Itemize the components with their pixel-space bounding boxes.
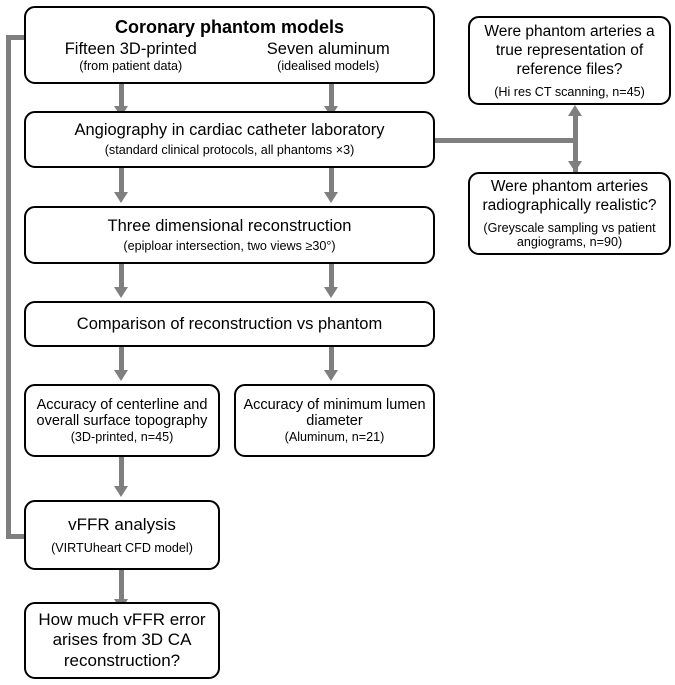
node-ct-question[interactable]: Were phantom arteries a true representat… [468,16,671,105]
connector-right-vertical [573,113,578,173]
connector-angio-to-recon-right [329,168,334,195]
phantom-models-columns: Fifteen 3D-printed (from patient data) S… [32,40,427,73]
arrow-angio-to-recon-left [114,192,128,203]
connector-feedback-bottom-segment [6,534,28,539]
arrow-to-radiographic-question [568,161,582,172]
connector-comparison-to-mld [329,347,334,373]
centerline-accuracy-title: Accuracy of centerline and overall surfa… [36,396,208,430]
phantom-models-right-heading: Seven aluminum [266,40,390,59]
arrow-recon-to-comparison-right [324,287,338,298]
node-radiographic-question[interactable]: Were phantom arteries radiographically r… [468,172,671,255]
connector-angio-to-right-horizontal [434,138,578,143]
connector-phantom-to-angio-left [119,84,124,109]
mld-accuracy-sub: (Aluminum, n=21) [284,429,385,444]
vffr-analysis-title: vFFR analysis [68,514,176,534]
angiography-sub: (standard clinical protocols, all phanto… [104,143,355,158]
node-vffr-analysis[interactable]: vFFR analysis (VIRTUheart CFD model) [24,500,220,570]
radiographic-question-title: Were phantom arteries radiographically r… [482,178,657,215]
connector-feedback-top-segment [6,35,30,40]
reconstruction-title: Three dimensional reconstruction [107,216,352,235]
arrow-centerline-to-vffr [114,486,128,497]
connector-comparison-to-centerline [119,347,124,373]
ct-question-title: Were phantom arteries a true representat… [484,22,655,79]
phantom-models-title: Coronary phantom models [114,16,345,37]
connector-phantom-to-angio-right [329,84,334,109]
angiography-title: Angiography in cardiac catheter laborato… [74,121,385,140]
phantom-models-right-column: Seven aluminum (idealised models) [230,40,428,73]
node-vffr-question[interactable]: How much vFFR error arises from 3D CA re… [24,602,220,679]
node-angiography[interactable]: Angiography in cardiac catheter laborato… [24,111,435,168]
arrow-comparison-to-mld [324,370,338,381]
connector-vffr-to-question [119,570,124,602]
centerline-accuracy-sub: (3D-printed, n=45) [70,429,174,444]
node-comparison[interactable]: Comparison of reconstruction vs phantom [24,301,435,347]
phantom-models-left-heading: Fifteen 3D-printed [64,40,197,59]
phantom-models-left-sub: (from patient data) [79,58,183,73]
connector-feedback-vertical [6,35,11,537]
arrow-comparison-to-centerline [114,370,128,381]
node-mld-accuracy[interactable]: Accuracy of minimum lumen diameter (Alum… [234,384,435,457]
connector-recon-to-comparison-left [119,264,124,290]
node-coronary-phantom-models[interactable]: Coronary phantom models Fifteen 3D-print… [24,6,435,84]
connector-angio-to-recon-left [119,168,124,195]
vffr-question-title: How much vFFR error arises from 3D CA re… [38,609,206,670]
phantom-models-right-sub: (idealised models) [277,58,380,73]
connector-recon-to-comparison-right [329,264,334,290]
node-three-dimensional-reconstruction[interactable]: Three dimensional reconstruction (epiplo… [24,206,435,264]
mld-accuracy-title: Accuracy of minimum lumen diameter [243,396,426,430]
vffr-analysis-sub: (VIRTUheart CFD model) [51,540,193,555]
arrow-angio-to-recon-right [324,192,338,203]
phantom-models-left-column: Fifteen 3D-printed (from patient data) [32,40,230,73]
connector-centerline-to-vffr [119,457,124,489]
ct-question-sub: (Hi res CT scanning, n=45) [494,84,645,99]
comparison-title: Comparison of reconstruction vs phantom [76,314,383,333]
reconstruction-sub: (epiploar intersection, two views ≥30°) [123,238,336,253]
radiographic-question-sub: (Greyscale sampling vs patient angiogram… [483,220,656,250]
arrow-recon-to-comparison-left [114,287,128,298]
arrow-to-ct-question [568,105,582,116]
node-centerline-accuracy[interactable]: Accuracy of centerline and overall surfa… [24,384,220,457]
